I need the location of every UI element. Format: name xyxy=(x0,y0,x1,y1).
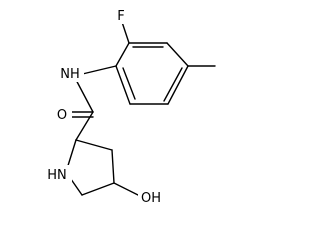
bond-c2-c3-pyrrolidine xyxy=(75,139,113,151)
bond-ring-c1-c2 xyxy=(115,42,130,67)
hydroxyl-label: OH xyxy=(141,191,161,206)
bond-ring-c4-c5 xyxy=(167,65,189,105)
bond-c4-hydroxyl xyxy=(113,182,141,197)
bond-c3-c4-pyrrolidine xyxy=(111,149,115,184)
bond-ring-c4-c5-double xyxy=(163,67,183,102)
bond-carbonyl-c-c2 xyxy=(75,111,94,141)
bond-lines xyxy=(65,21,216,197)
bond-ring-c6-c1 xyxy=(115,65,131,105)
bond-ring-c3-c4 xyxy=(166,42,189,67)
carbonyl-oxygen-label: O xyxy=(57,108,67,123)
bond-c4-c5-pyrrolidine xyxy=(81,182,115,196)
ring-nh-label: HN xyxy=(47,168,67,183)
bond-ring-c6-c1-double xyxy=(122,67,136,100)
atom-labels: F NH O HN OH xyxy=(44,6,168,206)
molecule-structure: F NH O HN OH xyxy=(44,6,216,206)
fluorine-label: F xyxy=(117,9,124,24)
amide-nh-label: NH xyxy=(60,67,80,82)
bond-c2-fluorine xyxy=(121,21,130,44)
